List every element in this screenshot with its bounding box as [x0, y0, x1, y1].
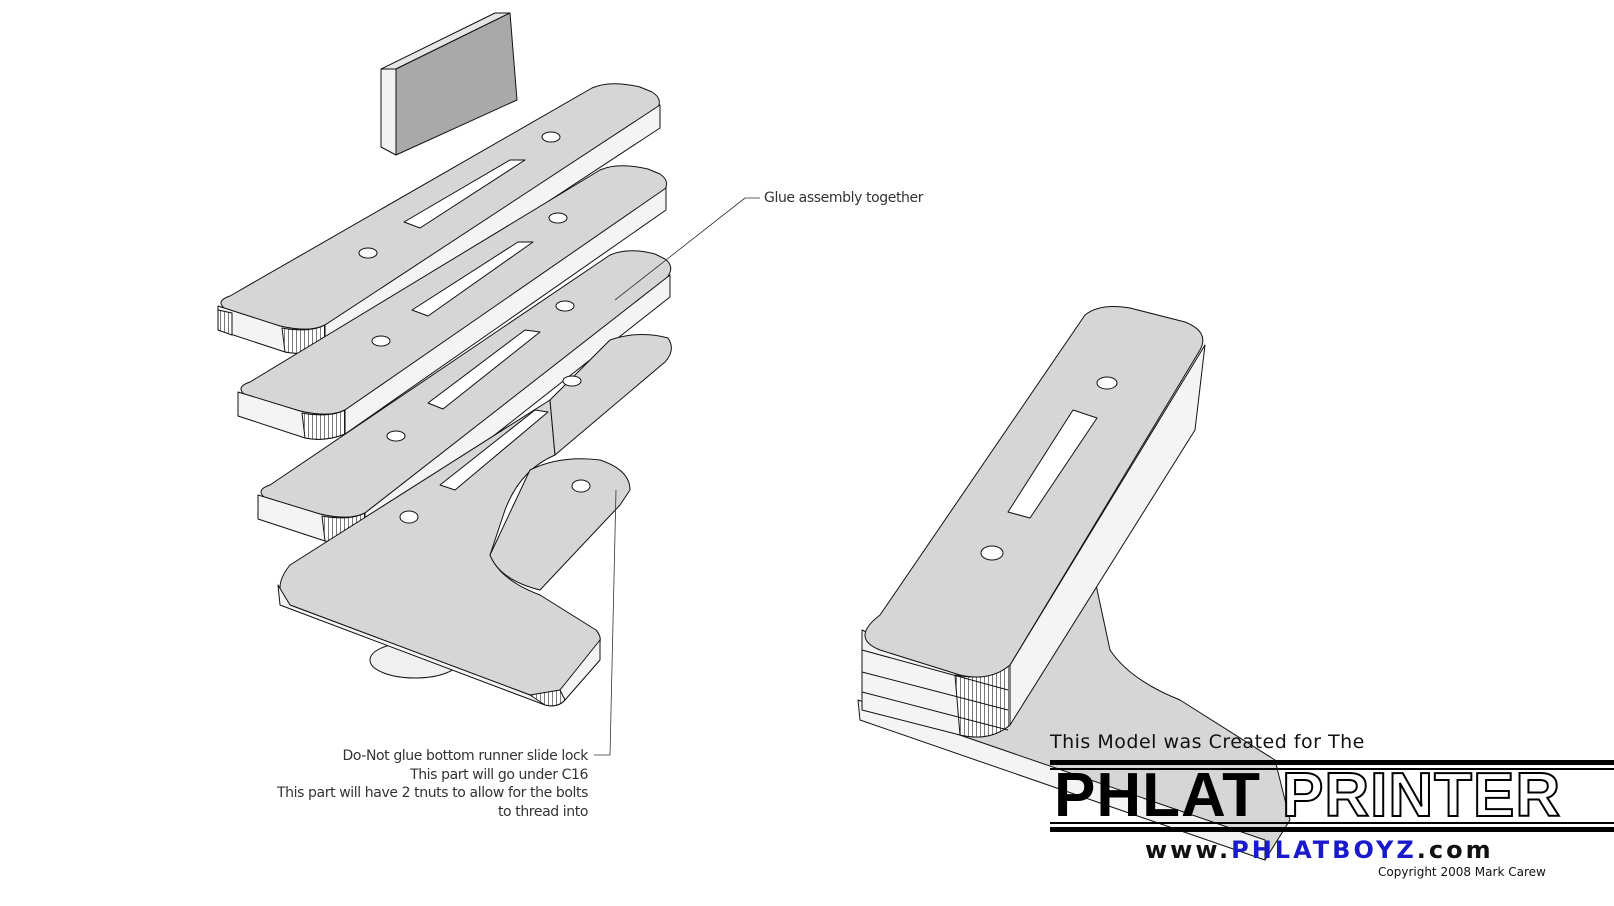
glue-note: Glue assembly together	[764, 190, 924, 206]
assembled-part	[857, 306, 1291, 861]
spacer-block	[380, 12, 518, 156]
bottom-runner-slide-lock	[277, 334, 672, 707]
note-line: This part will have 2 tnuts to allow for…	[277, 785, 588, 801]
banner-heading: This Model was Created for The	[1050, 731, 1365, 753]
plate-1	[217, 83, 661, 354]
phlatprinter-logo: PHLAT PRINTER	[1050, 760, 1614, 832]
logo-text-phlat: PHLAT	[1054, 761, 1262, 830]
note-line: Do-Not glue bottom runner slide lock	[342, 748, 588, 764]
leader-lines	[594, 197, 760, 756]
plate-3	[257, 250, 672, 543]
url-prefix: www.	[1145, 836, 1232, 864]
bottom-runner-note: Do-Not glue bottom runner slide lock Thi…	[277, 747, 588, 821]
note-line: This part will go under C16	[410, 766, 588, 783]
plate-2	[237, 165, 667, 440]
url-highlight: PHLATBOYZ	[1231, 836, 1417, 864]
url-suffix: .com	[1416, 836, 1494, 864]
logo-text-printer: PRINTER	[1281, 761, 1562, 830]
website-url: www.PHLATBOYZ.com	[1145, 836, 1494, 864]
copyright: Copyright 2008 Mark Carew	[1378, 865, 1546, 879]
note-line: to thread into	[497, 803, 588, 820]
